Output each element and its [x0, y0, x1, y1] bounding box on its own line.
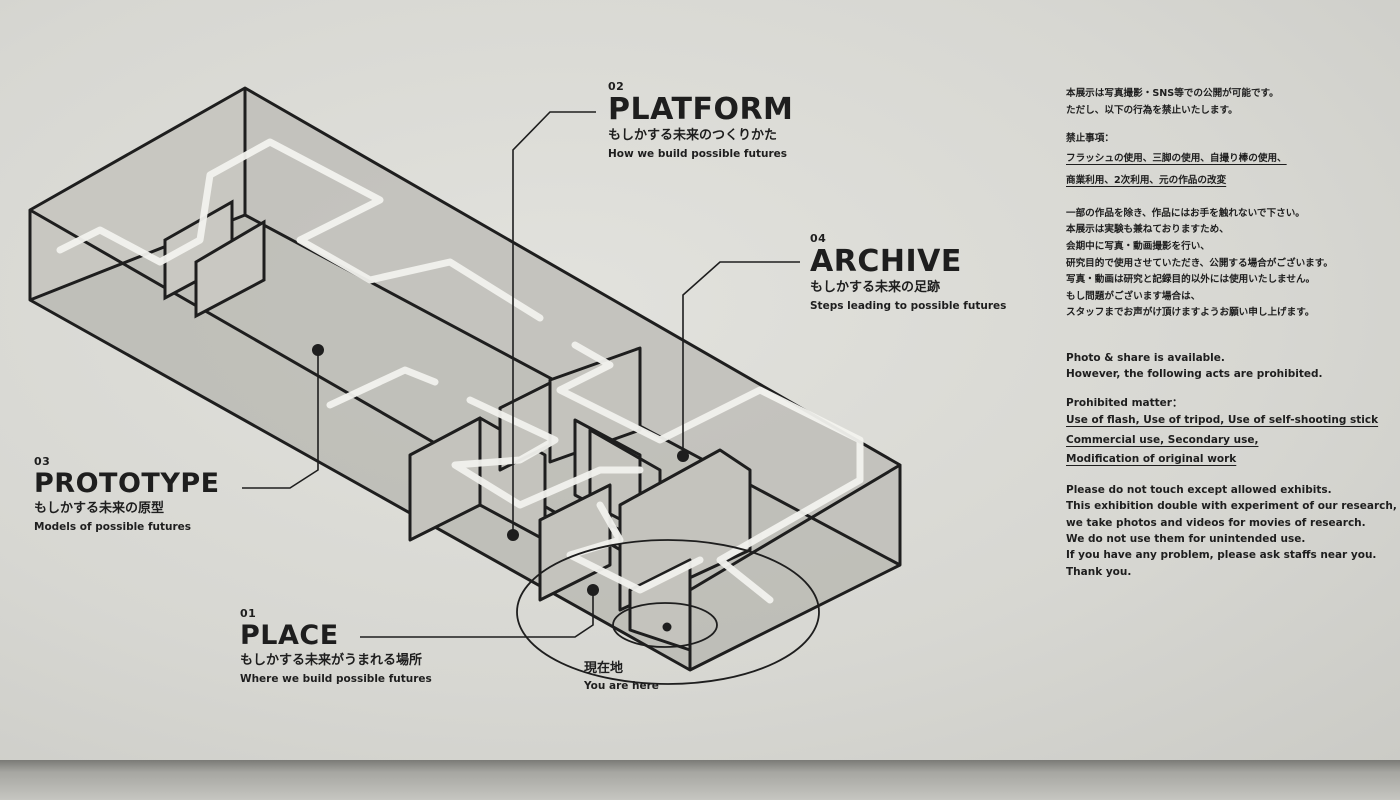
prototype-label: 03 PROTOTYPE もしかする未来の原型 Models of possib… — [34, 455, 220, 535]
notice-en-body-2: This exhibition double with experiment o… — [1066, 500, 1397, 513]
notice-jp-prohibited-1: フラッシュの使用、三脚の使用、自撮り棒の使用、 — [1066, 152, 1287, 164]
notice-en-body-6: Thank you. — [1066, 565, 1132, 578]
notice-jp-body-2: 本展示は実験も兼ねておりますため、 — [1066, 224, 1229, 236]
notice-en-intro-2: However, the following acts are prohibit… — [1066, 368, 1323, 381]
notice-japanese: 本展示は写真撮影・SNS等での公開が可能です。 ただし、以下の行為を禁止いたしま… — [1066, 86, 1333, 322]
notice-jp-body-1: 一部の作品を除き、作品にはお手を触れないで下さい。 — [1066, 207, 1305, 219]
archive-number: 04 — [810, 232, 827, 245]
place-en: Where we build possible futures — [240, 673, 432, 685]
you-are-here-label: 現在地 You are here — [584, 660, 659, 694]
notice-jp-body-4: 研究目的で使用させていただき、公開する場合がございます。 — [1066, 257, 1333, 269]
place-number: 01 — [240, 607, 257, 620]
notice-en-prohibited-3: Modification of original work — [1066, 453, 1237, 466]
you-are-here-jp: 現在地 — [584, 661, 624, 676]
place-title: PLACE — [240, 620, 339, 651]
archive-jp: もしかする未来の足跡 — [810, 280, 941, 295]
current-location-dot — [662, 622, 672, 632]
isometric-floor-map — [28, 86, 902, 685]
back-wall-right — [245, 88, 900, 565]
notice-en-body-3: we take photos and videos for movies of … — [1066, 516, 1366, 529]
archive-en: Steps leading to possible futures — [810, 300, 1007, 312]
zone-markers — [312, 344, 689, 596]
you-are-here-marker — [516, 539, 820, 685]
notice-en-body-4: We do not use them for unintended use. — [1066, 532, 1306, 545]
notice-jp-body-7: スタッフまでお声がけ頂けますようお願い申し上げます。 — [1066, 307, 1315, 319]
notice-jp-prohibited-2: 商業利用、2次利用、元の作品の改変 — [1066, 174, 1227, 186]
place-label: 01 PLACE もしかする未来がうまれる場所 Where we build p… — [240, 607, 432, 687]
notice-en-prohibited-1: Use of flash, Use of tripod, Use of self… — [1066, 414, 1379, 427]
notice-jp-body-6: もし問題がございます場合は、 — [1066, 290, 1201, 302]
platform-jp: もしかする未来のつくりかた — [608, 128, 778, 143]
you-are-here-en: You are here — [584, 680, 659, 692]
back-wall-left — [30, 88, 245, 300]
prototype-jp: もしかする未来の原型 — [34, 501, 165, 516]
notice-en-body-5: If you have any problem, please ask staf… — [1066, 549, 1377, 562]
notice-jp-intro-2: ただし、以下の行為を禁止いたします。 — [1066, 104, 1238, 116]
gallery-floor — [0, 760, 1400, 800]
notice-jp-intro-1: 本展示は写真撮影・SNS等での公開が可能です。 — [1066, 88, 1279, 99]
prototype-title: PROTOTYPE — [34, 468, 220, 499]
notice-en-prohibited-2: Commercial use, Secondary use, — [1066, 433, 1259, 446]
platform-title: PLATFORM — [608, 92, 794, 127]
place-jp: もしかする未来がうまれる場所 — [240, 653, 423, 668]
leader-lines — [242, 111, 800, 638]
archive-label: 04 ARCHIVE もしかする未来の足跡 Steps leading to p… — [810, 232, 1006, 314]
notice-english: Photo & share is available. However, the… — [1066, 350, 1397, 580]
notice-jp-body-5: 写真・動画は研究と記録目的以外には使用いたしません。 — [1066, 274, 1316, 286]
notice-en-prohibited-heading: Prohibited matter： — [1066, 396, 1183, 409]
notice-jp-prohibited-heading: 禁止事項： — [1066, 133, 1114, 145]
prototype-en: Models of possible futures — [34, 521, 192, 533]
platform-label: 02 PLATFORM もしかする未来のつくりかた How we build p… — [608, 80, 793, 162]
prototype-number: 03 — [34, 455, 51, 468]
visitor-route — [56, 138, 864, 604]
archive-title: ARCHIVE — [810, 244, 962, 279]
platform-number: 02 — [608, 80, 625, 93]
notice-en-body-1: Please do not touch except allowed exhib… — [1066, 483, 1332, 496]
notice-jp-body-3: 会期中に写真・動画撮影を行い、 — [1066, 240, 1210, 252]
notice-en-intro-1: Photo & share is available. — [1066, 352, 1225, 364]
platform-en: How we build possible futures — [608, 148, 788, 160]
prototype-panels — [163, 199, 266, 319]
